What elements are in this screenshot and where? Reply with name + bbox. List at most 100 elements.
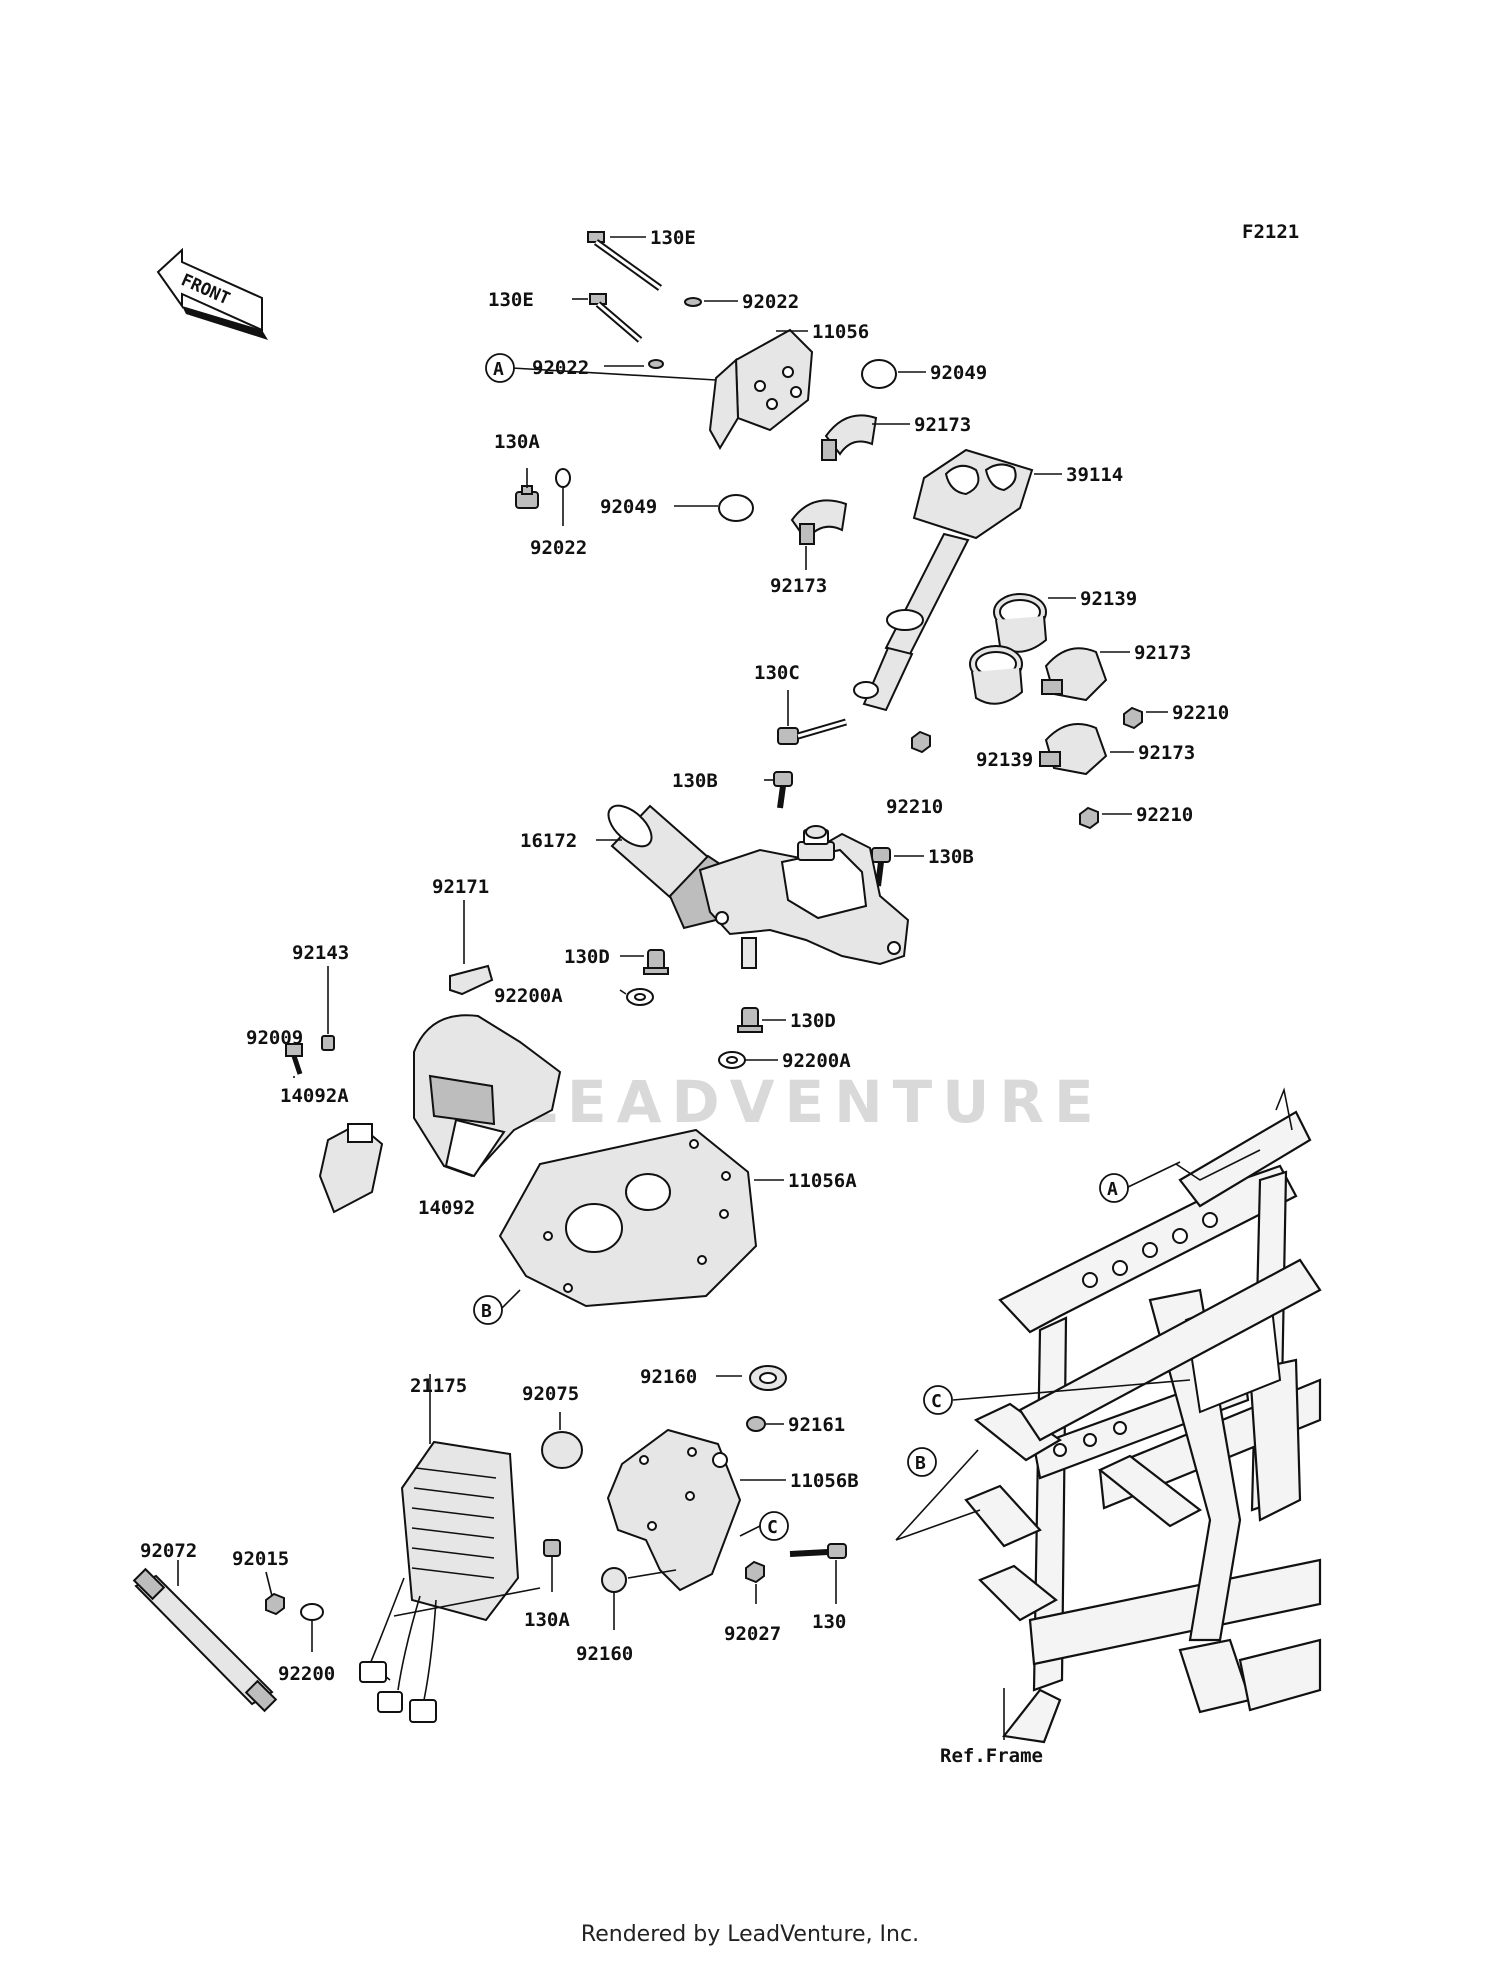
callout-b-frame-label: B [915,1453,926,1474]
callout-a-upper: A [485,353,515,383]
label-92143: 92143 [292,942,349,964]
holder-92173-top [821,414,878,461]
label-14092: 14092 [418,1197,475,1219]
rubber-92160-top [749,1365,787,1391]
callout-a-frame: A [1099,1173,1129,1203]
label-92210-mid: 92210 [886,796,943,818]
label-39114: 39114 [1066,464,1123,486]
label-130d-left: 130D [564,946,610,968]
bolt-130b-left [773,771,793,809]
leader-lines [177,236,1191,1740]
holder-92173-mid [790,499,848,545]
washer-92027 [745,1560,765,1584]
label-130c: 130C [754,662,800,684]
label-92210-r1: 92210 [1172,702,1229,724]
bolt-130a-bottom [543,1539,561,1557]
bolt-130e-top [587,231,663,291]
label-92160-top: 92160 [640,1366,697,1388]
callout-b-upper-label: B [481,1301,492,1322]
bolt-130 [789,1543,847,1559]
steering-shaft-39114 [853,448,1034,712]
label-92173-r2: 92173 [1138,742,1195,764]
strap-92072 [132,1567,278,1713]
washer-92022-top [684,297,702,307]
label-92075: 92075 [522,1383,579,1405]
label-92161: 92161 [788,1414,845,1436]
label-92049-top: 92049 [930,362,987,384]
label-130: 130 [812,1611,846,1633]
label-130e-top: 130E [650,227,696,249]
bolt-130a-top [515,485,539,509]
lower-spline [741,937,757,969]
label-ref-frame: Ref.Frame [940,1745,1043,1767]
figure-code: F2121 [1242,221,1299,243]
callout-c-frame-label: C [931,1391,942,1412]
label-92022-low: 92022 [530,537,587,559]
label-92173-top: 92173 [914,414,971,436]
seal-92049-left [718,494,754,522]
callout-a-frame-label: A [1107,1179,1118,1200]
label-92072: 92072 [140,1540,197,1562]
clip-92171 [449,964,494,996]
label-92049-left: 92049 [600,496,657,518]
bushing-92139-top [993,593,1048,653]
callout-c-frame: C [923,1385,953,1415]
label-92200: 92200 [278,1663,335,1685]
bolt-130d-left [643,949,669,975]
label-21175: 21175 [410,1375,467,1397]
bushing-92139-bot [969,645,1024,705]
bolt-130d-right [737,1007,763,1033]
bracket-11056b [606,1428,742,1592]
label-130a-bottom: 130A [524,1609,570,1631]
nut-92210-r1 [1123,706,1143,730]
label-92027: 92027 [724,1623,781,1645]
label-92200a-left: 92200A [494,985,563,1007]
label-130d-right: 130D [790,1010,836,1032]
footer-credit: Rendered by LeadVenture, Inc. [580,1922,920,1947]
nut-92210-mid [911,730,931,754]
shaft-tip [805,825,827,839]
label-130b-left: 130B [672,770,718,792]
label-92139-top: 92139 [1080,588,1137,610]
label-92171: 92171 [432,876,489,898]
callout-c-bracket-label: C [767,1517,778,1538]
cap-92075 [541,1431,583,1469]
label-92173-r1: 92173 [1134,642,1191,664]
label-92210-r2: 92210 [1136,804,1193,826]
nut-92210-r2 [1079,806,1099,830]
label-11056b: 11056B [790,1470,859,1492]
holder-92173-r2 [1039,723,1108,776]
callout-c-bracket: C [759,1511,789,1541]
bolt-130e-left [589,293,643,343]
collar-92161 [746,1416,766,1432]
label-92173-mid: 92173 [770,575,827,597]
part-labels: 130E 130E 92022 11056 92022 92049 92173 … [140,227,1229,1767]
label-92160-bottom: 92160 [576,1643,633,1665]
rubber-92160-bottom [601,1567,627,1593]
power-steering-unit [607,804,910,1069]
holder-92173-r1 [1041,647,1108,702]
label-92009: 92009 [246,1027,303,1049]
label-92022-top: 92022 [742,291,799,313]
label-92015: 92015 [232,1548,289,1570]
watermark: LEADVENTURE [520,1068,1104,1136]
frame-reference-drawing [964,1087,1322,1744]
seal-92049-top [861,359,897,389]
screw-92009 [285,1043,303,1075]
plate-11056a [498,1128,758,1308]
label-92139-bot: 92139 [976,749,1033,771]
washer-92200 [300,1603,324,1621]
cover-assembly [285,964,758,1308]
label-11056a: 11056A [788,1170,857,1192]
washer-92022-low [555,468,571,488]
label-16172: 16172 [520,830,577,852]
label-130a-top: 130A [494,431,540,453]
label-92022-mid: 92022 [532,357,589,379]
label-11056: 11056 [812,321,869,343]
controller-21175 [359,1440,520,1723]
label-130b-right: 130B [928,846,974,868]
washer-92022-mid [648,359,664,369]
grommet-92143 [321,1035,335,1051]
